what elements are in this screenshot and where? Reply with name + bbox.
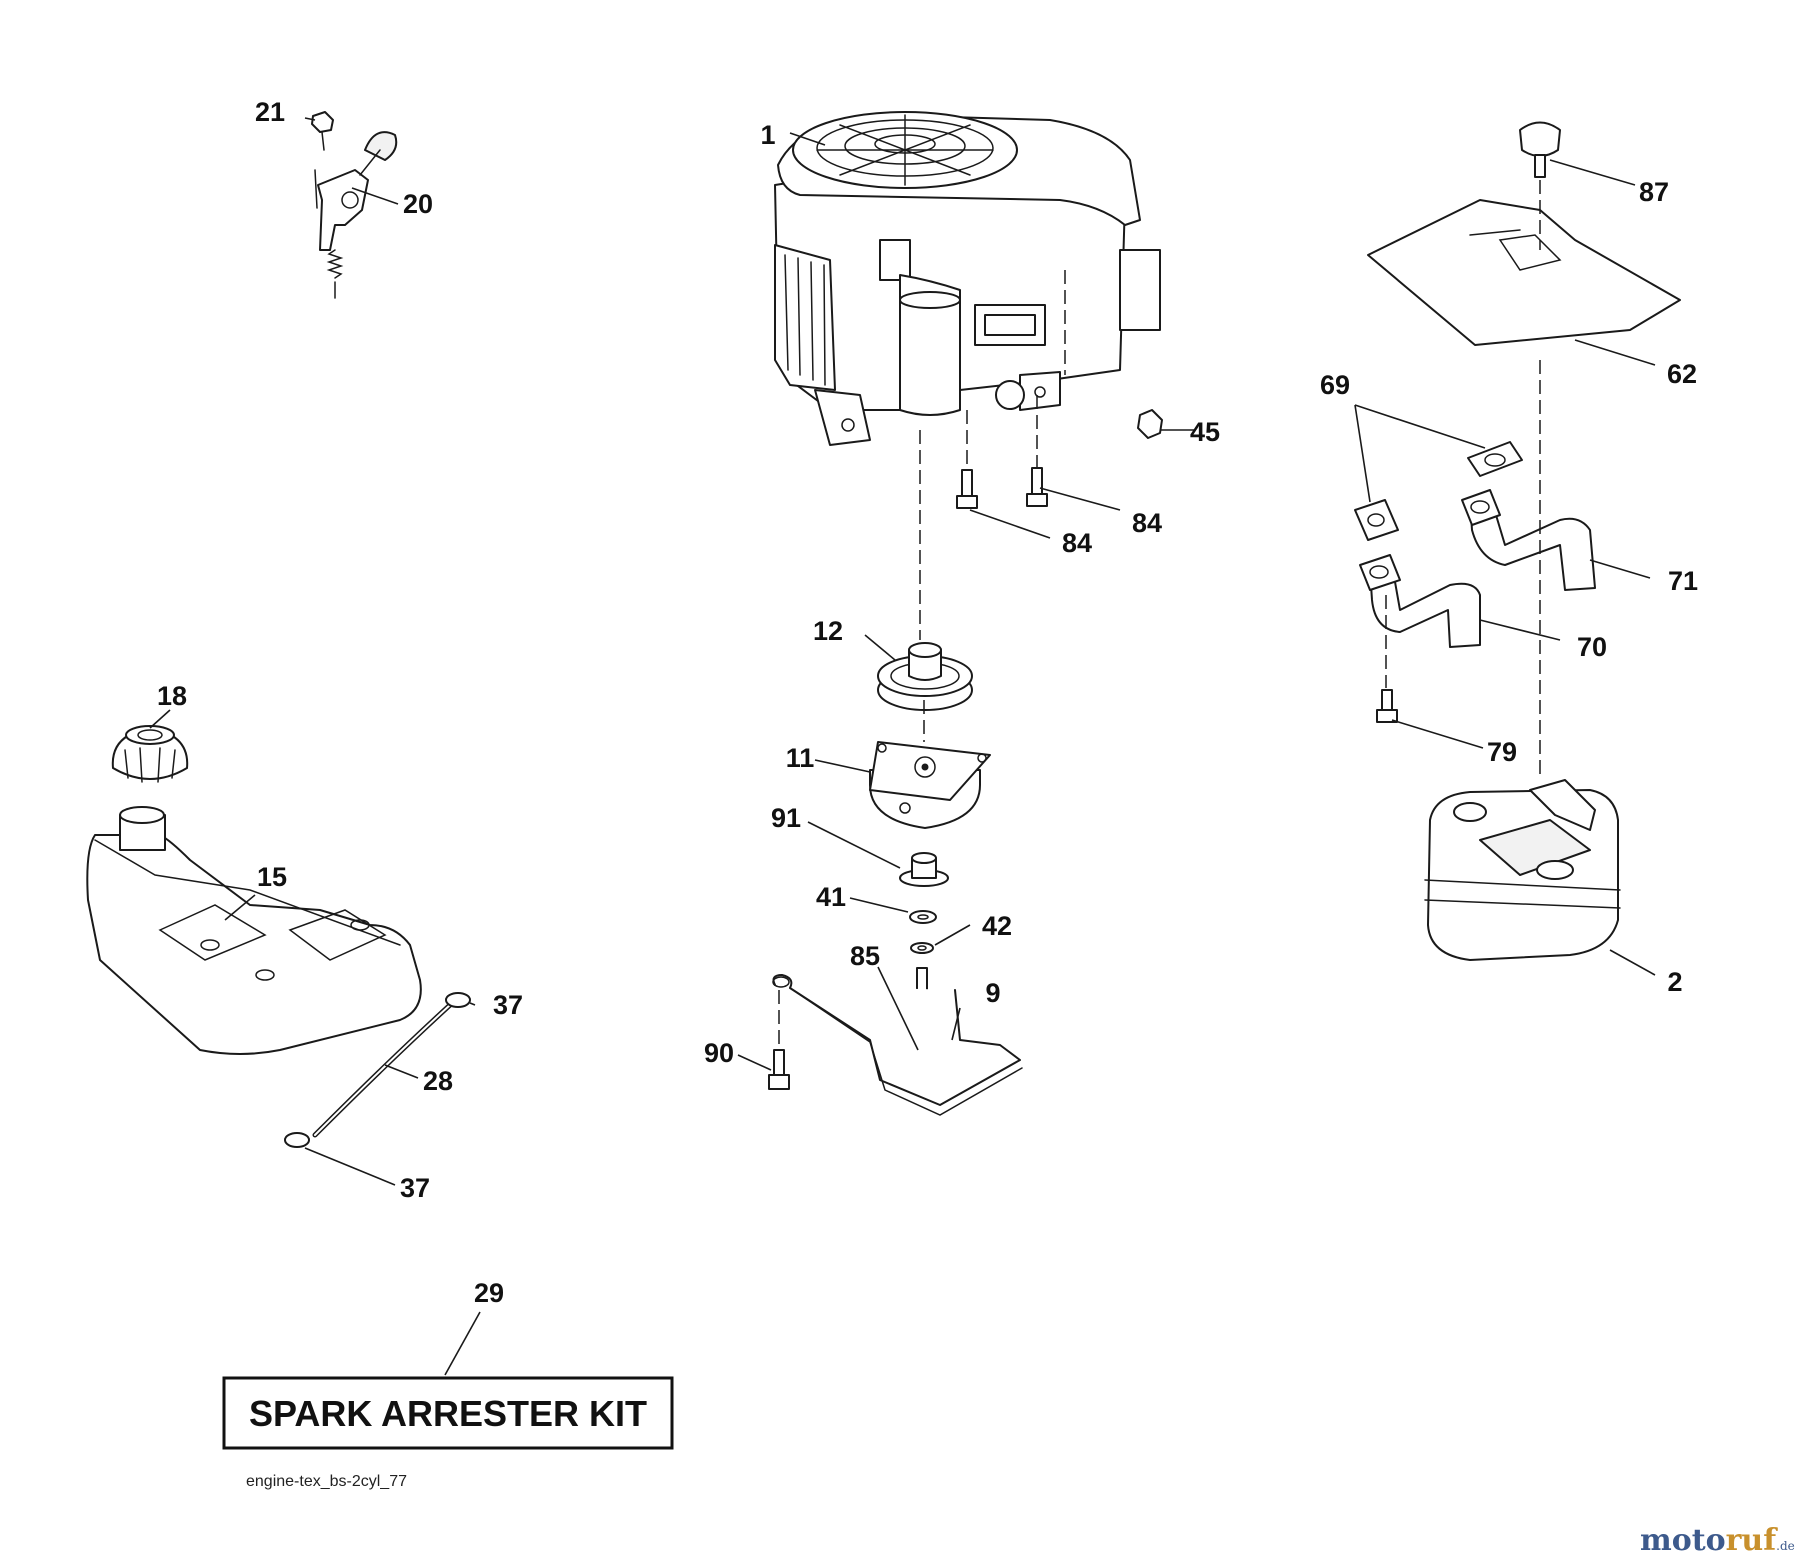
callout-79: 79: [1487, 737, 1517, 767]
callout-labels: 1 45 84 84 12 11 91 41 42 85 9 90 21 20 …: [157, 97, 1698, 1308]
callout-87: 87: [1639, 177, 1669, 207]
callout-11: 11: [786, 743, 815, 773]
callout-90: 90: [704, 1038, 734, 1068]
figure-id: engine-tex_bs-2cyl_77: [246, 1473, 407, 1490]
bolt-84-left: [956, 469, 978, 509]
watermark-suffix: .de: [1776, 1539, 1795, 1553]
washer-41: [909, 910, 937, 924]
svg-text:motoruf.de: motoruf.de: [1640, 1523, 1795, 1558]
callout-69: 69: [1320, 370, 1350, 400]
callout-70: 70: [1577, 632, 1607, 662]
spacer-91: [899, 852, 949, 887]
gasket-69-left: [1354, 499, 1399, 541]
hose-clamp-37-upper: [445, 992, 471, 1008]
callout-84-right: 84: [1132, 508, 1162, 538]
callout-2: 2: [1667, 967, 1682, 997]
nut-45: [1137, 409, 1163, 439]
leader-lines: [149, 117, 1656, 1376]
callout-12: 12: [813, 616, 843, 646]
engine-assembly: [774, 111, 1163, 446]
callout-21: 21: [255, 97, 285, 127]
muffler-2: [1424, 779, 1621, 961]
spark-arrester-kit-label: SPARK ARRESTER KIT: [249, 1393, 647, 1434]
spark-arrester-kit-box: SPARK ARRESTER KIT: [222, 1376, 674, 1450]
heat-shield-62: [1367, 199, 1681, 346]
exhaust-pipe-71: [1461, 489, 1596, 591]
callout-45: 45: [1190, 417, 1220, 447]
electric-clutch-11: [869, 741, 991, 829]
callout-15: 15: [257, 862, 287, 892]
callout-91: 91: [771, 803, 801, 833]
callout-85: 85: [850, 941, 880, 971]
callout-1: 1: [760, 120, 775, 150]
pulley-12: [877, 642, 973, 711]
callout-41: 41: [816, 882, 846, 912]
callout-29: 29: [474, 1278, 504, 1308]
callout-9: 9: [985, 978, 1000, 1008]
callout-37-upper: 37: [493, 990, 523, 1020]
watermark-logo: motoruf.de: [1640, 1523, 1795, 1558]
bolt-79: [1376, 689, 1398, 723]
callout-62: 62: [1667, 359, 1697, 389]
callout-28: 28: [423, 1066, 453, 1096]
bolt-21: [311, 111, 334, 151]
callout-18: 18: [157, 681, 187, 711]
lock-washer-42: [910, 942, 934, 954]
callout-84-left: 84: [1062, 528, 1092, 558]
bolt-87: [1519, 121, 1561, 178]
exhaust-pipe-70: [1359, 554, 1481, 648]
fuel-cap-18: [111, 725, 189, 783]
callout-20: 20: [403, 189, 433, 219]
watermark-part1: moto: [1640, 1523, 1726, 1558]
callout-71: 71: [1668, 566, 1698, 596]
control-20: [314, 131, 398, 299]
fuel-tank-15: [86, 806, 422, 1055]
watermark-part2: ruf: [1726, 1523, 1779, 1558]
bolt-90: [768, 1049, 790, 1090]
bracket-9: [772, 974, 1023, 1116]
gasket-69-top: [1467, 441, 1523, 477]
bolt-84-right: [1026, 467, 1048, 507]
callout-42: 42: [982, 911, 1012, 941]
callout-37-lower: 37: [400, 1173, 430, 1203]
hose-clamp-37-lower: [284, 1132, 310, 1148]
